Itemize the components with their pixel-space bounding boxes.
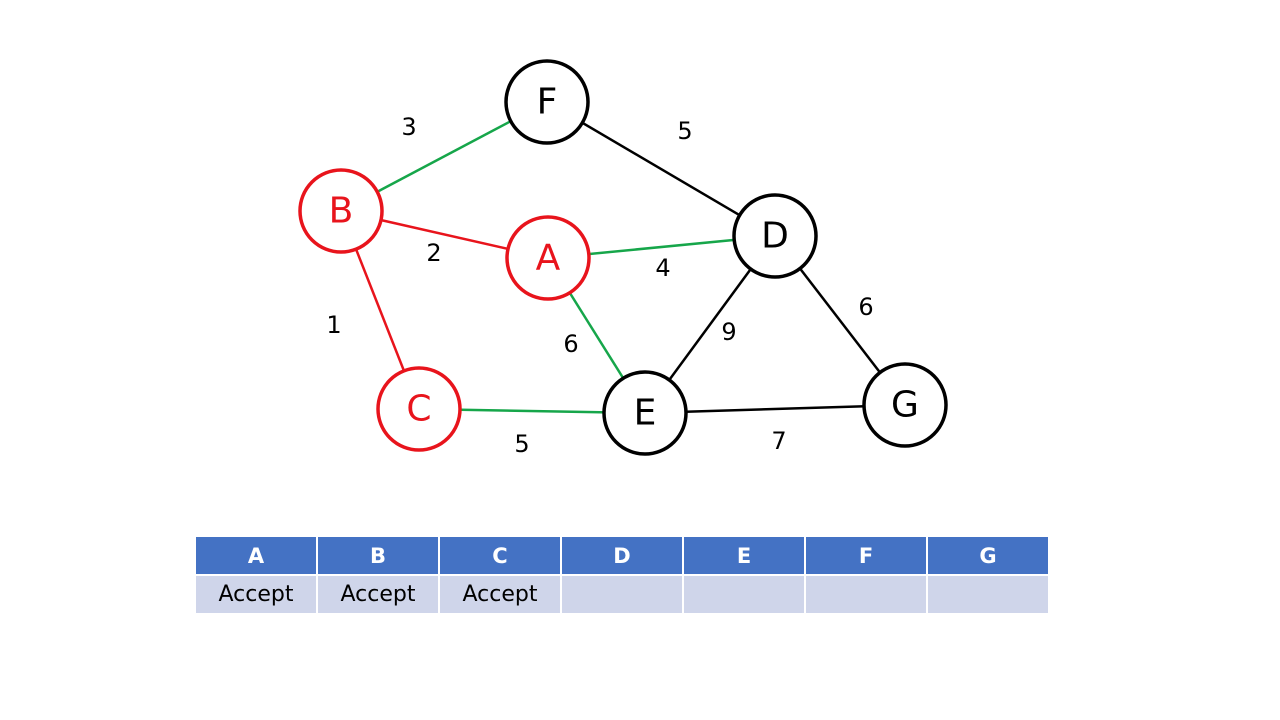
node-c: C xyxy=(376,366,462,452)
status-cell-e xyxy=(682,574,806,615)
node-circle-e xyxy=(602,370,688,456)
node-circle-b xyxy=(298,168,384,254)
header-cell-b: B xyxy=(316,535,440,576)
edge-weight-b-c: 1 xyxy=(326,311,341,339)
edge-e-g xyxy=(644,403,906,415)
edge-weight-d-e: 9 xyxy=(721,318,736,346)
node-status-table: A B C D E F G Accept Accept Accept xyxy=(194,535,1050,615)
nodes-layer: A B C D E F G xyxy=(298,59,948,456)
status-cell-b: Accept xyxy=(316,574,440,615)
node-circle-d xyxy=(732,193,818,279)
edge-weight-c-e: 5 xyxy=(514,430,529,458)
node-label-g: G xyxy=(891,385,919,426)
header-cell-f: F xyxy=(804,535,928,576)
edge-weight-d-g: 6 xyxy=(858,293,873,321)
header-cell-g: G xyxy=(926,535,1050,576)
node-b: B xyxy=(298,168,384,254)
edge-weight-e-g: 7 xyxy=(771,427,786,455)
node-e: E xyxy=(602,370,688,456)
node-a: A xyxy=(505,215,591,301)
status-cell-g xyxy=(926,574,1050,615)
edge-weight-a-e: 6 xyxy=(563,330,578,358)
table-row: Accept Accept Accept xyxy=(194,574,1050,615)
node-label-f: F xyxy=(537,82,558,123)
header-cell-c: C xyxy=(438,535,562,576)
status-cell-f xyxy=(804,574,928,615)
table-header-row: A B C D E F G xyxy=(194,535,1050,576)
node-label-e: E xyxy=(634,393,657,434)
edge-weight-b-a: 2 xyxy=(426,239,441,267)
node-label-b: B xyxy=(329,191,354,232)
node-circle-f xyxy=(504,59,590,145)
status-cell-d xyxy=(560,574,684,615)
edge-weight-a-d: 4 xyxy=(655,254,670,282)
header-cell-d: D xyxy=(560,535,684,576)
node-label-c: C xyxy=(406,389,431,430)
edge-f-d xyxy=(546,100,776,238)
node-d: D xyxy=(732,193,818,279)
node-g: G xyxy=(862,362,948,448)
status-cell-a: Accept xyxy=(194,574,318,615)
node-circle-a xyxy=(505,215,591,301)
status-cell-c: Accept xyxy=(438,574,562,615)
header-cell-a: A xyxy=(194,535,318,576)
node-label-a: A xyxy=(536,238,561,279)
node-label-d: D xyxy=(761,216,789,257)
node-circle-g xyxy=(862,362,948,448)
edge-weight-f-d: 5 xyxy=(677,117,692,145)
node-f: F xyxy=(504,59,590,145)
header-cell-e: E xyxy=(682,535,806,576)
edge-weight-b-f: 3 xyxy=(401,113,416,141)
node-circle-c xyxy=(376,366,462,452)
